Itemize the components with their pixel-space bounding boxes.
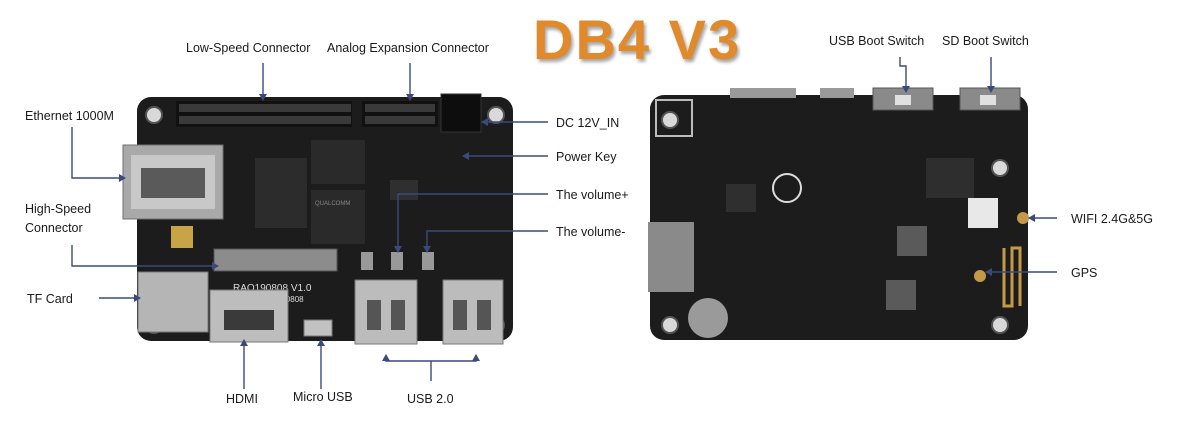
label-hdmi: HDMI (226, 392, 258, 406)
label-power-key: Power Key (556, 150, 617, 164)
board-front: QUALCOMM RAO190808 V1.0 20190808 (122, 93, 513, 345)
gps-antenna-connector (974, 270, 986, 282)
label-wifi: WIFI 2.4G&5G (1071, 212, 1153, 226)
label-micro-usb: Micro USB (293, 390, 353, 404)
memory-chip (311, 140, 365, 184)
wifi-antenna-connector (1017, 212, 1029, 224)
soc-chip (255, 158, 307, 228)
low-speed-connector (176, 101, 352, 127)
label-dc-in: DC 12V_IN (556, 116, 620, 130)
chip-brand-text: QUALCOMM (315, 201, 350, 207)
label-high-speed-line2: Connector (25, 221, 83, 235)
usb20-ports (354, 279, 504, 345)
label-analog-expansion-connector: Analog Expansion Connector (327, 41, 489, 55)
label-ethernet: Ethernet 1000M (25, 109, 114, 123)
label-sd-boot-switch: SD Boot Switch (942, 34, 1029, 48)
label-low-speed-connector: Low-Speed Connector (186, 41, 311, 55)
label-usb-boot-switch: USB Boot Switch (829, 34, 925, 48)
label-usb20: USB 2.0 (407, 392, 454, 406)
leader-arrows (119, 86, 1035, 361)
label-volume-up: The volume+ (556, 188, 629, 202)
label-high-speed-line1: High-Speed (25, 202, 92, 216)
analog-expansion-connector (362, 101, 438, 127)
side-buttons (361, 252, 434, 270)
pmic-chip (897, 226, 927, 256)
board-back (648, 87, 1029, 340)
qualcomm-chip (311, 190, 365, 244)
dc-jack (440, 93, 482, 133)
micro-usb-port (303, 319, 333, 337)
high-speed-connector (213, 248, 338, 272)
label-gps: GPS (1071, 266, 1098, 280)
board-id-text: RAO190808 V1.0 (233, 283, 312, 294)
label-tf-card: TF Card (27, 292, 73, 306)
dip-switch (171, 226, 193, 248)
page-title: DB4 V3 (533, 8, 742, 71)
tf-card-slot (137, 271, 209, 333)
label-volume-down: The volume- (556, 225, 626, 239)
ethernet-port (122, 144, 224, 220)
